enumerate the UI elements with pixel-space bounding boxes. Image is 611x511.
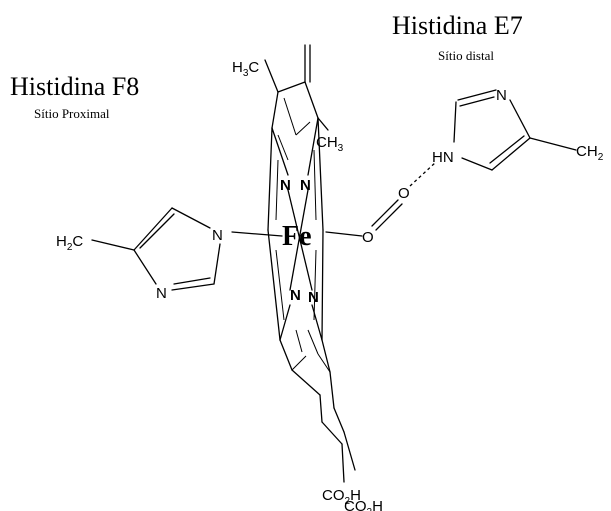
oxygen-2-label: O xyxy=(398,185,410,202)
f8-n3-label: N xyxy=(156,285,167,302)
e7-nh-label: HN xyxy=(432,149,454,166)
f8-n1-label: N xyxy=(212,227,223,244)
carboxyl-label-1: CO2H xyxy=(322,487,361,507)
his-e7-title: Histidina E7 xyxy=(392,11,523,40)
oxygen-1-label: O xyxy=(362,229,374,246)
histidine-f8-labels: H2C N N xyxy=(56,227,223,302)
e7-methylene-label: CH2 xyxy=(576,143,604,163)
histidine-e7-labels: HN N CH2 xyxy=(432,87,604,166)
f8-methyl-label: H2C xyxy=(56,233,83,253)
dioxygen-ligand xyxy=(325,161,437,237)
his-f8-title: Histidina F8 xyxy=(10,72,139,101)
porphyrin-n-3: N xyxy=(290,287,301,304)
histidine-e7-ring xyxy=(453,89,577,171)
methyl-h3c-label: H3C xyxy=(232,59,259,79)
iron-atom: Fe xyxy=(282,221,312,252)
his-f8-subtitle: Sítio Proximal xyxy=(34,106,110,121)
porphyrin-ring xyxy=(264,44,356,483)
e7-n-label: N xyxy=(496,87,507,104)
his-e7-subtitle: Sítio distal xyxy=(438,48,494,63)
carboxyl-label-2: CO2H xyxy=(344,498,383,511)
porphyrin-n-4: N xyxy=(308,289,319,306)
histidine-f8-ring xyxy=(91,207,283,291)
methyl-ch3-label: CH3 xyxy=(316,134,344,154)
porphyrin-labels: H3C CH3 N N N N Fe CO2H CO2H xyxy=(232,59,383,511)
dioxygen-labels: O O xyxy=(362,185,410,246)
porphyrin-n-2: N xyxy=(300,177,311,194)
porphyrin-n-1: N xyxy=(280,177,291,194)
